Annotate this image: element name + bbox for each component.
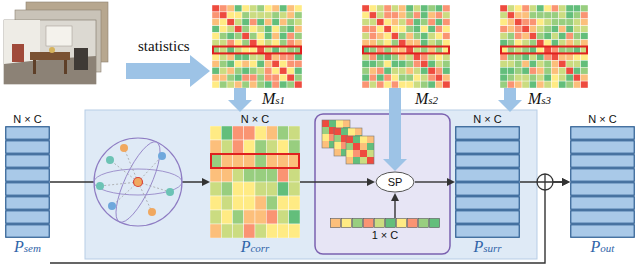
module-panel: [85, 110, 537, 259]
matrix-name: Ms1: [262, 90, 285, 109]
feature-column: N × C Pout: [570, 112, 635, 257]
feature-name: Pcorr: [210, 238, 300, 257]
flow-arrow: [504, 88, 516, 100]
dimension-label: N × C: [455, 112, 520, 126]
data-arrow: [300, 181, 367, 182]
data-arrow: [394, 201, 395, 218]
statistics-matrix: Ms2: [362, 5, 450, 88]
heatmap: [362, 5, 450, 88]
mini-matrices: [322, 120, 374, 164]
correlation-matrix: N × C Pcorr: [210, 112, 300, 257]
scene-photos: [4, 2, 108, 84]
flow-arrow: [389, 88, 401, 159]
sp-block: [315, 114, 450, 254]
statistics-matrix: Ms1: [212, 5, 302, 88]
feature-rows: [5, 126, 50, 238]
feature-name: Psem: [5, 238, 50, 257]
matrix-name: Ms2: [415, 90, 438, 109]
highlight-row: [213, 47, 301, 54]
highlight-row: [211, 154, 299, 168]
vector-cells: [330, 218, 440, 228]
highlight-row: [363, 47, 449, 54]
dimension-label: 1 × C: [330, 228, 440, 242]
heatmap: [212, 5, 302, 88]
weight-vector: 1 × C: [330, 218, 440, 242]
sp-operator: SP: [375, 171, 415, 193]
heatmap: [500, 5, 588, 88]
feature-sphere: [94, 137, 182, 228]
feature-rows: [570, 126, 635, 238]
statistics-arrow: [126, 55, 210, 87]
dimension-label: N × C: [5, 112, 50, 126]
operator-label: SP: [375, 171, 415, 193]
add-symbol: [537, 174, 553, 190]
feature-column: N × C Psem: [5, 112, 50, 257]
dimension-label: N × C: [570, 112, 635, 126]
step-label: statistics: [138, 38, 190, 55]
flow-arrow: [234, 88, 246, 100]
matrix-name: Ms3: [528, 90, 551, 109]
feature-rows: [455, 126, 520, 238]
dimension-label: N × C: [210, 112, 300, 126]
statistics-matrix: Ms3: [500, 5, 588, 88]
heatmap: [210, 126, 300, 238]
feature-column: N × C Psurr: [455, 112, 520, 257]
data-arrow: [415, 181, 447, 182]
feature-name: Pout: [570, 238, 635, 257]
highlight-row: [501, 47, 587, 54]
feature-name: Psurr: [455, 238, 520, 257]
